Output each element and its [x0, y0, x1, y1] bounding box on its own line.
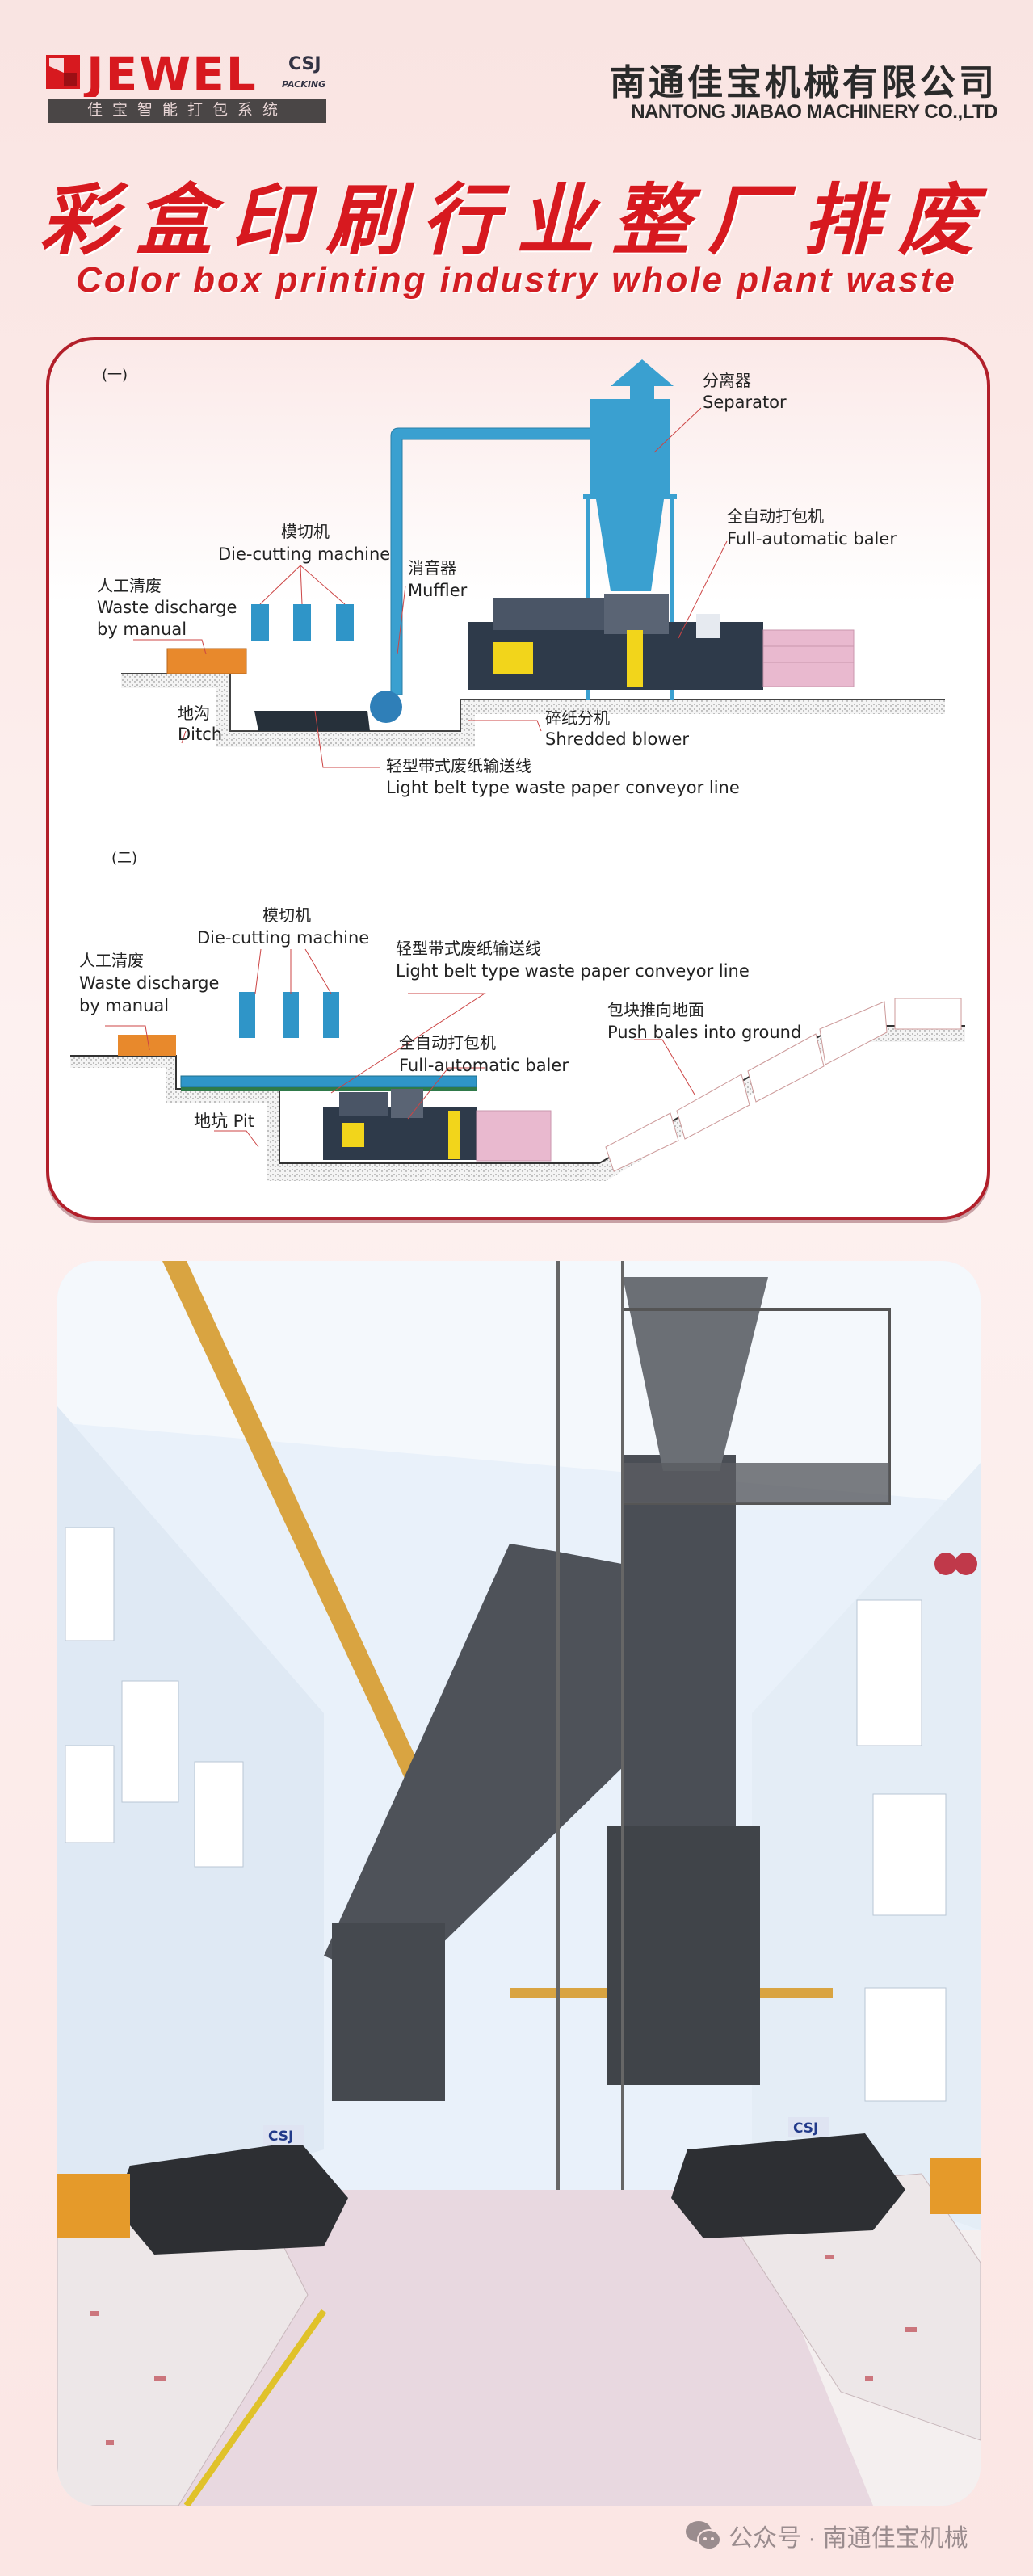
- page-subtitle: Color box printing industry whole plant …: [76, 260, 957, 300]
- diagram-two: (二) 模切机 Die-cutting machine 人工清废 Waste d: [70, 850, 965, 1181]
- diagram-one: (一): [97, 359, 945, 797]
- jewel-logo: JEWEL CSJ PACKING: [46, 47, 329, 102]
- diagram-two-index: (二): [111, 850, 137, 867]
- cyclone-separator: [583, 359, 677, 700]
- manual-label-cn: 人工清废: [79, 951, 144, 970]
- baler-label-cn: 全自动打包机: [727, 506, 824, 526]
- factory-photo: CSJ CSJ: [57, 1261, 981, 2506]
- baler-label-en: Full-automatic baler: [727, 529, 897, 548]
- baler-label-cn: 全自动打包机: [399, 1033, 496, 1053]
- logo-wordmark: JEWEL: [83, 48, 258, 97]
- company-name-cn: 南通佳宝机械有限公司: [610, 62, 997, 103]
- ditch-label-en: Ditch: [178, 725, 222, 744]
- muffler-label-en: Muffler: [408, 581, 468, 600]
- air-duct: [390, 427, 594, 695]
- page-title: 彩盒印刷行业整厂排废: [40, 175, 993, 266]
- conveyor-label-cn: 轻型带式废纸输送线: [386, 756, 531, 775]
- diecut-label-cn: 模切机: [281, 522, 330, 541]
- logo-badge: CSJ: [288, 54, 321, 74]
- belt-conveyor: [180, 1075, 477, 1088]
- conveyor-label-cn: 轻型带式废纸输送线: [396, 939, 541, 958]
- watermark: 公众号 · 南通佳宝机械: [685, 2518, 968, 2553]
- diecut-label-en: Die-cutting machine: [197, 928, 369, 948]
- separator-label-en: Separator: [703, 393, 787, 412]
- machine-badge-right: CSJ: [793, 2120, 818, 2137]
- process-diagram-panel: [46, 337, 990, 1220]
- diecut-label-en: Die-cutting machine: [218, 544, 390, 564]
- die-cutting-machines: [251, 604, 354, 641]
- waste-box: [118, 1035, 176, 1056]
- diagram-one-index: (一): [102, 367, 128, 384]
- shredded-blower: [370, 691, 402, 723]
- push-label-en: Push bales into ground: [607, 1023, 801, 1042]
- baler-machine: [323, 1089, 552, 1162]
- conveyor-label-en: Light belt type waste paper conveyor lin…: [396, 961, 750, 981]
- manual-label-en1: Waste discharge: [97, 598, 237, 617]
- ditch-conveyor: [254, 711, 370, 731]
- pit-label: 地坑 Pit: [194, 1112, 254, 1131]
- bales-on-ramp: [605, 998, 962, 1172]
- manual-label-cn: 人工清废: [97, 576, 162, 595]
- manual-label-en2: by manual: [79, 996, 169, 1015]
- wechat-icon: [686, 2521, 721, 2550]
- ground-ditch: [121, 674, 945, 747]
- conveyor-label-en: Light belt type waste paper conveyor lin…: [386, 778, 740, 797]
- logo-tagline: 佳宝智能打包系统: [48, 99, 326, 123]
- die-cutting-machines: [239, 992, 339, 1038]
- blower-label-en: Shredded blower: [545, 729, 689, 749]
- machine-badge-left: CSJ: [268, 2128, 293, 2145]
- ground-pit: [70, 1026, 965, 1181]
- manual-label-en2: by manual: [97, 620, 187, 639]
- watermark-text: 公众号 · 南通佳宝机械: [729, 2525, 968, 2552]
- blower-label-cn: 碎纸分机: [545, 708, 610, 728]
- company-name-en: NANTONG JIABAO MACHINERY CO.,LTD: [631, 101, 997, 123]
- push-label-cn: 包块推向地面: [607, 1000, 704, 1019]
- baler-machine: [468, 594, 855, 690]
- manual-label-en1: Waste discharge: [79, 973, 219, 993]
- process-diagrams: (一): [70, 359, 965, 1181]
- baler-label-en: Full-automatic baler: [399, 1056, 569, 1075]
- ditch-label-cn: 地沟: [178, 704, 210, 723]
- muffler-label-cn: 消音器: [408, 558, 456, 578]
- diecut-label-cn: 模切机: [262, 906, 311, 925]
- waste-box: [166, 648, 247, 674]
- baler-heads: [114, 2133, 905, 2255]
- separator-label-cn: 分离器: [703, 371, 751, 390]
- logo-badge-sub: PACKING: [282, 79, 325, 90]
